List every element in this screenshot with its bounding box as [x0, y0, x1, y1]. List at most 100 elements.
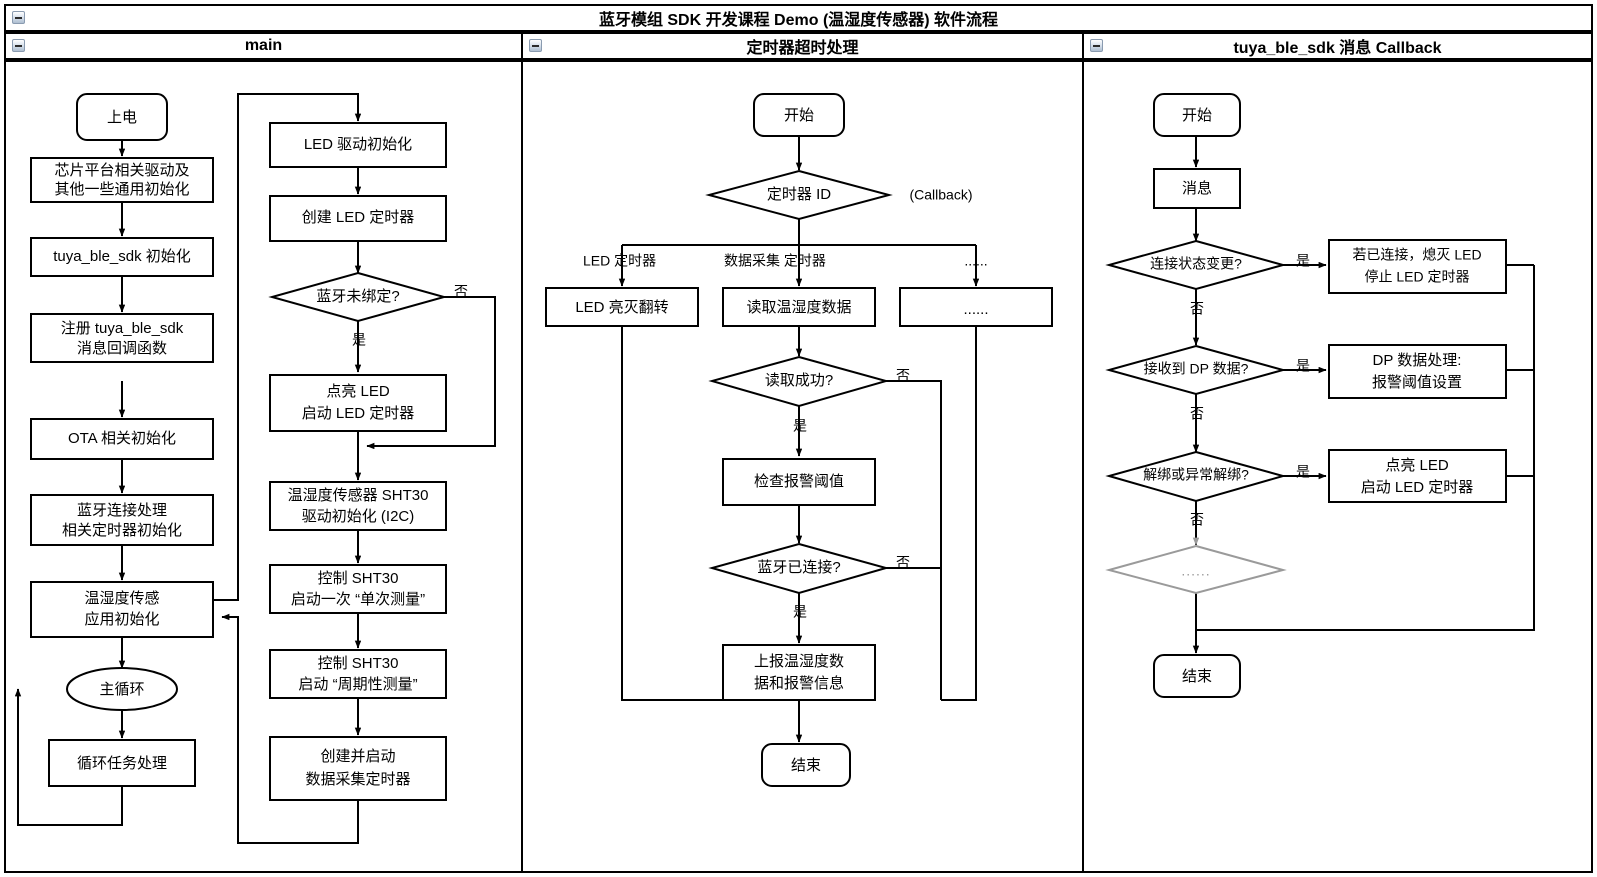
node-label-line1: 注册 tuya_ble_sdk	[61, 320, 184, 337]
node-dp-received-decision[interactable]: 接收到 DP 数据? 是 否	[1105, 344, 1310, 422]
node-label-line2: 启动 “周期性测量”	[298, 676, 417, 693]
node-create-acquisition-timer[interactable]: 创建并启动 数据采集定时器	[269, 736, 447, 801]
node-callback-end[interactable]: 结束	[1153, 654, 1241, 698]
node-create-led-timer[interactable]: 创建 LED 定时器	[269, 195, 447, 242]
collapse-icon-timer[interactable]	[529, 39, 542, 52]
collapse-icon-diagram[interactable]	[12, 11, 25, 24]
lane-title-callback: tuya_ble_sdk 消息 Callback	[1233, 40, 1442, 57]
node-label: 接收到 DP 数据?	[1144, 361, 1249, 377]
node-label-line1: 控制 SHT30	[318, 570, 399, 587]
node-label: 消息	[1182, 180, 1212, 197]
node-label: 蓝牙未绑定?	[316, 288, 399, 305]
edge-label-branch-acq: 数据采集 定时器	[724, 253, 826, 269]
node-label-line2: 启动 LED 定时器	[302, 405, 415, 422]
edge-label-branch-other: ......	[964, 253, 987, 269]
node-report-data[interactable]: 上报温湿度数 据和报警信息	[722, 644, 876, 701]
node-check-alarm-threshold[interactable]: 检查报警阈值	[722, 458, 876, 506]
node-timer-start[interactable]: 开始	[753, 93, 845, 137]
node-chip-init[interactable]: 芯片平台相关驱动及 其他一些通用初始化	[30, 157, 214, 203]
node-led-toggle[interactable]: LED 亮灭翻转	[545, 287, 699, 327]
lane-title-main: main	[244, 37, 283, 54]
node-ble-unbound-decision[interactable]: 蓝牙未绑定? 是 否	[268, 271, 468, 348]
node-timer-other[interactable]: ......	[899, 287, 1053, 327]
node-label-line1: 点亮 LED	[326, 383, 390, 400]
node-label: 解绑或异常解绑?	[1143, 467, 1249, 483]
node-ble-timer-init[interactable]: 蓝牙连接处理 相关定时器初始化	[30, 494, 214, 546]
node-power-on[interactable]: 上电	[76, 93, 168, 141]
edge-label-ble-no: 否	[896, 555, 910, 571]
node-timer-end[interactable]: 结束	[761, 743, 851, 787]
node-sensor-app-init[interactable]: 温湿度传感 应用初始化	[30, 581, 214, 638]
node-label-line2: 数据采集定时器	[305, 771, 410, 788]
node-ble-connected-decision[interactable]: 蓝牙已连接? 是 否	[708, 542, 910, 620]
node-label: 连接状态变更?	[1150, 256, 1242, 272]
node-label: 开始	[784, 107, 814, 124]
node-timer-id-decision[interactable]: 定时器 ID (Callback)	[705, 169, 973, 221]
node-read-temp-humidity[interactable]: 读取温湿度数据	[722, 287, 876, 327]
node-main-loop[interactable]: 主循环	[66, 667, 178, 711]
node-unbind-decision[interactable]: 解绑或异常解绑? 是 否	[1105, 450, 1310, 528]
node-label-line2: 启动 LED 定时器	[1361, 479, 1474, 496]
lane-body-callback	[1082, 60, 1593, 873]
node-label: 读取温湿度数据	[746, 299, 851, 316]
node-label-line2: 应用初始化	[84, 610, 159, 628]
node-label: LED 驱动初始化	[304, 136, 412, 153]
main-right-edges	[213, 93, 496, 844]
node-light-led-start-timer[interactable]: 点亮 LED 启动 LED 定时器	[269, 374, 447, 432]
diagram-title-bar: 蓝牙模组 SDK 开发课程 Demo (温湿度传感器) 软件流程	[4, 4, 1593, 32]
edge-label-dp-yes: 是	[1296, 358, 1310, 374]
edge-label-unbound-yes: 是	[352, 332, 366, 348]
node-label: tuya_ble_sdk 初始化	[53, 248, 191, 265]
node-label: 检查报警阈值	[754, 473, 844, 490]
edge-label-dp-no: 否	[1190, 406, 1204, 422]
node-read-success-decision[interactable]: 读取成功? 是 否	[708, 355, 910, 434]
node-label-line1: 上报温湿度数	[754, 653, 844, 670]
edge-label-unbind-no: 否	[1190, 512, 1204, 528]
node-label-line2: 启动一次 “单次测量”	[291, 591, 425, 608]
lane-header-callback: tuya_ble_sdk 消息 Callback	[1082, 32, 1593, 60]
edge-label-branch-led: LED 定时器	[583, 253, 656, 269]
node-ota-init[interactable]: OTA 相关初始化	[30, 418, 214, 460]
node-label: ......	[963, 301, 988, 318]
edge-label-read-ok-yes: 是	[793, 418, 807, 434]
node-label-line1: 控制 SHT30	[318, 655, 399, 672]
node-label: 蓝牙已连接?	[757, 559, 840, 576]
node-label: 结束	[791, 757, 821, 774]
node-message[interactable]: 消息	[1153, 168, 1241, 209]
node-label-line1: DP 数据处理:	[1373, 352, 1462, 369]
node-label-line2: 停止 LED 定时器	[1364, 269, 1469, 285]
node-loop-task[interactable]: 循环任务处理	[48, 739, 196, 787]
node-callback-start[interactable]: 开始	[1153, 93, 1241, 137]
node-label: 创建 LED 定时器	[302, 209, 415, 226]
node-conn-changed-decision[interactable]: 连接状态变更? 是 否	[1105, 239, 1310, 317]
node-label: 主循环	[99, 681, 144, 698]
node-label: 上电	[107, 109, 137, 126]
node-sht30-single-shot[interactable]: 控制 SHT30 启动一次 “单次测量”	[269, 564, 447, 614]
node-conn-action[interactable]: 若已连接，熄灭 LED 停止 LED 定时器	[1328, 239, 1507, 294]
node-label-line1: 温湿度传感器 SHT30	[288, 487, 429, 504]
node-unbind-action[interactable]: 点亮 LED 启动 LED 定时器	[1328, 449, 1507, 503]
node-led-driver-init[interactable]: LED 驱动初始化	[269, 122, 447, 168]
edge-label-ble-yes: 是	[793, 604, 807, 620]
node-register-callback[interactable]: 注册 tuya_ble_sdk 消息回调函数	[30, 313, 214, 363]
edge-label-read-ok-no: 否	[896, 368, 910, 384]
collapse-icon-main[interactable]	[12, 39, 25, 52]
node-label: 循环任务处理	[77, 755, 167, 772]
node-label-line2: 消息回调函数	[77, 340, 167, 357]
node-label-line1: 若已连接，熄灭 LED	[1352, 247, 1481, 263]
node-sdk-init[interactable]: tuya_ble_sdk 初始化	[30, 237, 214, 277]
callback-note: (Callback)	[909, 187, 972, 203]
node-label: ......	[1181, 563, 1210, 579]
callback-lane-edges	[1192, 136, 1535, 654]
node-label: 开始	[1182, 107, 1212, 124]
lane-title-timer: 定时器超时处理	[746, 40, 859, 57]
node-dp-action[interactable]: DP 数据处理: 报警阈值设置	[1328, 344, 1507, 399]
node-callback-more-decision[interactable]: ......	[1105, 544, 1287, 595]
node-sht30-periodic[interactable]: 控制 SHT30 启动 “周期性测量”	[269, 649, 447, 699]
lane-header-timer: 定时器超时处理	[521, 32, 1084, 60]
node-sht30-driver-init[interactable]: 温湿度传感器 SHT30 驱动初始化 (I2C)	[269, 481, 447, 531]
node-label: OTA 相关初始化	[68, 430, 176, 447]
collapse-icon-callback[interactable]	[1090, 39, 1103, 52]
